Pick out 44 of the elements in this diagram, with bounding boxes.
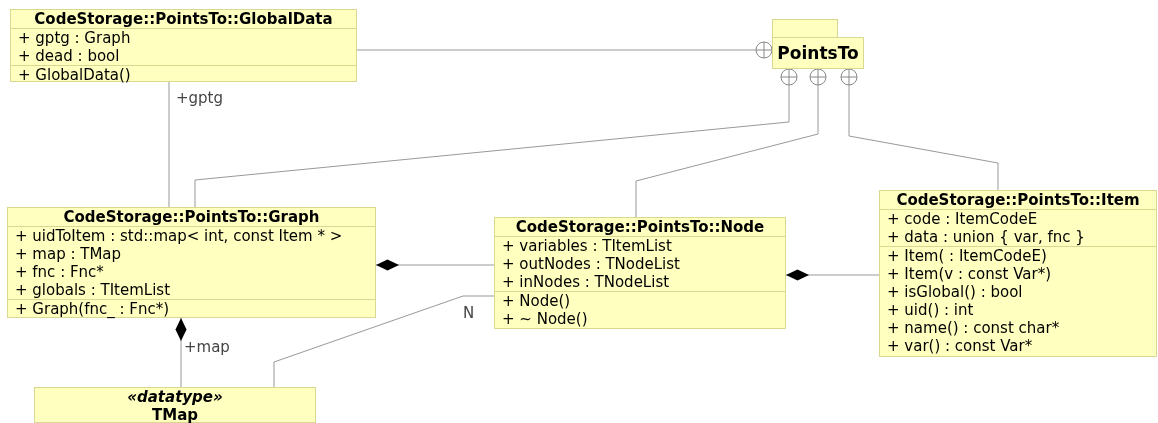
nesting-connector: [194, 68, 798, 208]
nesting-connector: [356, 41, 773, 59]
nesting-connector: [635, 68, 827, 218]
stereotype-label: «datatype»: [126, 388, 224, 406]
method-text: + Graph(fnc_ : Fnc*): [15, 300, 171, 318]
composition-connector: [175, 317, 187, 388]
class-name: CodeStorage::PointsTo::Node: [514, 218, 766, 236]
package-box: [772, 19, 864, 69]
attribute-text: + dead : bool: [18, 47, 121, 65]
method-text: + ~ Node(): [502, 310, 589, 328]
association-line: [273, 295, 495, 388]
attribute-text: + gptg : Graph: [18, 29, 132, 47]
class-box: [7, 207, 376, 318]
method-text: + Item(v : const Var*): [887, 265, 1052, 283]
method-text: + Item( : ItemCodeE): [887, 247, 1048, 265]
package-name: PointsTo: [777, 42, 859, 65]
method-text: + GlobalData(): [18, 66, 132, 84]
method-text: + var() : const Var*: [887, 337, 1034, 355]
attribute-text: + fnc : Fnc*: [15, 263, 105, 281]
class-name: CodeStorage::PointsTo::Graph: [62, 208, 321, 226]
attribute-text: + uidToItem : std::map< int, const Item * >: [15, 227, 344, 245]
association-line: [168, 81, 170, 208]
attribute-text: + globals : TItemList: [15, 281, 172, 299]
class-name: CodeStorage::PointsTo::Item: [895, 191, 1141, 209]
class-name: TMap: [151, 406, 199, 423]
method-text: + isGlobal() : bool: [887, 283, 1024, 301]
attribute-text: + code : ItemCodeE: [887, 210, 1039, 228]
attribute-text: + outNodes : TNodeList: [502, 255, 681, 273]
composition-connector: [785, 269, 880, 281]
composition-connector: [375, 259, 495, 271]
edge-label: +gptg: [176, 89, 223, 107]
method-text: + name() : const char*: [887, 319, 1061, 337]
class-name: CodeStorage::PointsTo::GlobalData: [33, 10, 334, 28]
class-box: [494, 217, 786, 329]
class-box: [879, 190, 1157, 357]
nesting-connector: [840, 68, 999, 191]
datatype-box: [34, 387, 316, 423]
class-box: [10, 9, 357, 82]
attribute-text: + variables : TItemList: [502, 237, 673, 255]
method-text: + Node(): [502, 292, 572, 310]
attribute-text: + map : TMap: [15, 245, 123, 263]
attribute-text: + inNodes : TNodeList: [502, 273, 671, 291]
attribute-text: + data : union { var, fnc }: [887, 228, 1086, 246]
method-text: + uid() : int: [887, 301, 975, 319]
